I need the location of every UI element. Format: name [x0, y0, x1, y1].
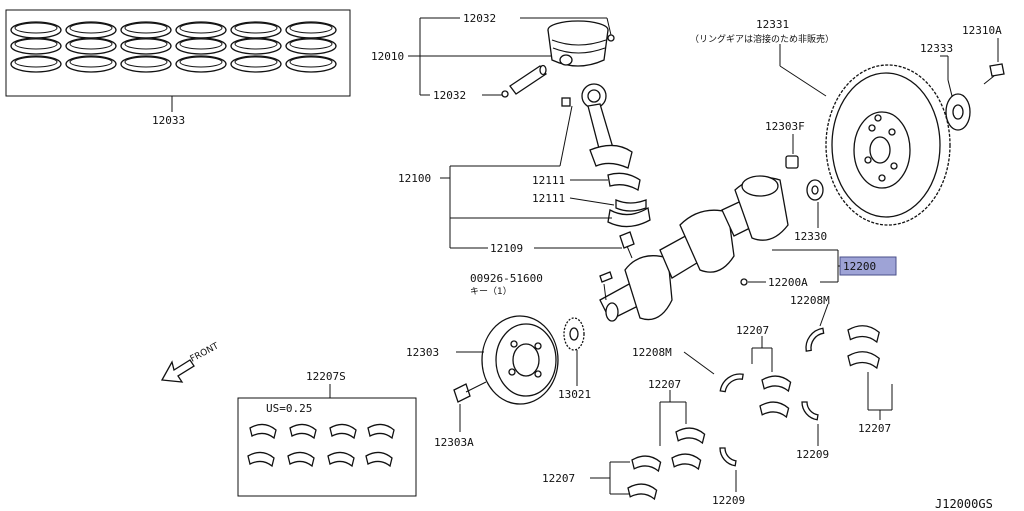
- label-12310A: 12310A: [962, 24, 1002, 37]
- thrust-washer-icon[interactable]: [719, 373, 744, 393]
- piston-ring-icon[interactable]: [175, 37, 227, 55]
- label-12207-3: 12207: [542, 472, 575, 485]
- flywheel-plate-icon[interactable]: [945, 93, 971, 131]
- label-13021: 13021: [558, 388, 591, 401]
- label-12033: 12033: [152, 114, 185, 127]
- label-12111-b: 12111: [532, 192, 565, 205]
- bearing-shell-icon[interactable]: [249, 423, 277, 440]
- piston-ring-icon[interactable]: [230, 55, 282, 73]
- piston-ring-icon[interactable]: [175, 55, 227, 73]
- label-12032-top: 12032: [463, 12, 496, 25]
- label-12207S: 12207S: [306, 370, 346, 383]
- piston-ring-icon[interactable]: [65, 21, 117, 39]
- bearing-shell-icon[interactable]: [247, 451, 275, 468]
- piston-ring-icon[interactable]: [65, 55, 117, 73]
- piston-ring-icon[interactable]: [285, 55, 337, 73]
- piston-ring-icon[interactable]: [230, 21, 282, 39]
- pilot-bushing-icon[interactable]: [806, 179, 824, 201]
- crank-pulley-icon[interactable]: [481, 315, 559, 405]
- flywheel-note: （リングギアは溶接のため非販売）: [690, 33, 834, 45]
- label-12010: 12010: [371, 50, 404, 63]
- thrust-washer-icon[interactable]: [805, 327, 825, 352]
- undersize-note: US=0.25: [266, 402, 312, 415]
- label-12109: 12109: [490, 242, 523, 255]
- key-icon[interactable]: [599, 271, 613, 283]
- dowel-pin-icon[interactable]: [785, 155, 799, 169]
- bearing-shell-icon[interactable]: [847, 325, 880, 344]
- rings-box: [5, 9, 351, 97]
- label-12111-a: 12111: [532, 174, 565, 187]
- piston-icon[interactable]: [547, 20, 609, 67]
- crank-plug-icon[interactable]: [740, 278, 748, 286]
- label-12303A: 12303A: [434, 436, 474, 449]
- label-12208M-left: 12208M: [632, 346, 672, 359]
- piston-ring-icon[interactable]: [120, 37, 172, 55]
- conrod-bearing-icon[interactable]: [607, 172, 641, 192]
- label-12209-1: 12209: [796, 448, 829, 461]
- bearing-shell-icon[interactable]: [329, 423, 357, 440]
- flywheel-icon[interactable]: [825, 64, 951, 226]
- bearing-shell-icon[interactable]: [761, 375, 792, 393]
- label-12303: 12303: [406, 346, 439, 359]
- bearing-shell-icon[interactable]: [289, 423, 317, 440]
- bearing-shell-icon[interactable]: [759, 401, 790, 419]
- label-12331: 12331: [756, 18, 789, 31]
- clip-icon[interactable]: [501, 90, 509, 98]
- undersize-box: [237, 397, 417, 497]
- bearing-shell-icon[interactable]: [327, 451, 355, 468]
- bearing-shell-icon[interactable]: [847, 351, 880, 370]
- piston-ring-icon[interactable]: [10, 21, 62, 39]
- bearing-shell-icon[interactable]: [627, 483, 658, 501]
- label-12208M-right: 12208M: [790, 294, 830, 307]
- key-note: キー（1）: [470, 286, 512, 297]
- piston-ring-icon[interactable]: [230, 37, 282, 55]
- piston-ring-icon[interactable]: [65, 37, 117, 55]
- thrust-washer-icon[interactable]: [801, 401, 819, 421]
- label-12333: 12333: [920, 42, 953, 55]
- clip-icon[interactable]: [607, 34, 615, 42]
- crank-sprocket-icon[interactable]: [563, 317, 585, 351]
- undersize-bearings-group[interactable]: [247, 423, 395, 468]
- conrod-icon[interactable]: [581, 83, 633, 169]
- bearing-shell-icon[interactable]: [675, 427, 706, 445]
- conrod-bolt-icon[interactable]: [619, 231, 635, 259]
- piston-ring-icon[interactable]: [285, 21, 337, 39]
- piston-ring-icon[interactable]: [10, 55, 62, 73]
- bearing-shell-icon[interactable]: [671, 453, 702, 471]
- piston-ring-icon[interactable]: [175, 21, 227, 39]
- piston-ring-icon[interactable]: [285, 37, 337, 55]
- conrod-cap-icon[interactable]: [607, 199, 651, 228]
- label-12207-2: 12207: [648, 378, 681, 391]
- piston-ring-icon[interactable]: [120, 55, 172, 73]
- diagram-code: J12000GS: [935, 497, 993, 511]
- piston-pin-icon[interactable]: [509, 64, 547, 95]
- crankshaft-icon[interactable]: [599, 175, 789, 322]
- bearing-shell-icon[interactable]: [365, 451, 393, 468]
- front-label: FRONT: [189, 341, 221, 364]
- label-12032-bottom: 12032: [433, 89, 466, 102]
- pulley-bolt-icon[interactable]: [453, 381, 487, 403]
- label-12209-2: 12209: [712, 494, 745, 507]
- bushing-icon[interactable]: [561, 97, 571, 107]
- bearing-shell-icon[interactable]: [287, 451, 315, 468]
- label-12200A: 12200A: [768, 276, 808, 289]
- front-arrow-icon: [160, 359, 195, 383]
- piston-ring-icon[interactable]: [10, 37, 62, 55]
- bearing-shell-icon[interactable]: [367, 423, 395, 440]
- thrust-washer-icon[interactable]: [719, 447, 737, 467]
- main-bearings-group[interactable]: [627, 325, 880, 501]
- flywheel-bolt-icon[interactable]: [983, 63, 1005, 85]
- label-12200[interactable]: 12200: [843, 260, 876, 273]
- piston-rings-group[interactable]: [10, 21, 337, 73]
- label-12303F: 12303F: [765, 120, 805, 133]
- piston-ring-icon[interactable]: [120, 21, 172, 39]
- label-00926-51600: 00926-51600: [470, 272, 543, 285]
- label-12207-1: 12207: [736, 324, 769, 337]
- label-12207-4: 12207: [858, 422, 891, 435]
- label-12100: 12100: [398, 172, 431, 185]
- bearing-shell-icon[interactable]: [631, 455, 662, 473]
- label-12330: 12330: [794, 230, 827, 243]
